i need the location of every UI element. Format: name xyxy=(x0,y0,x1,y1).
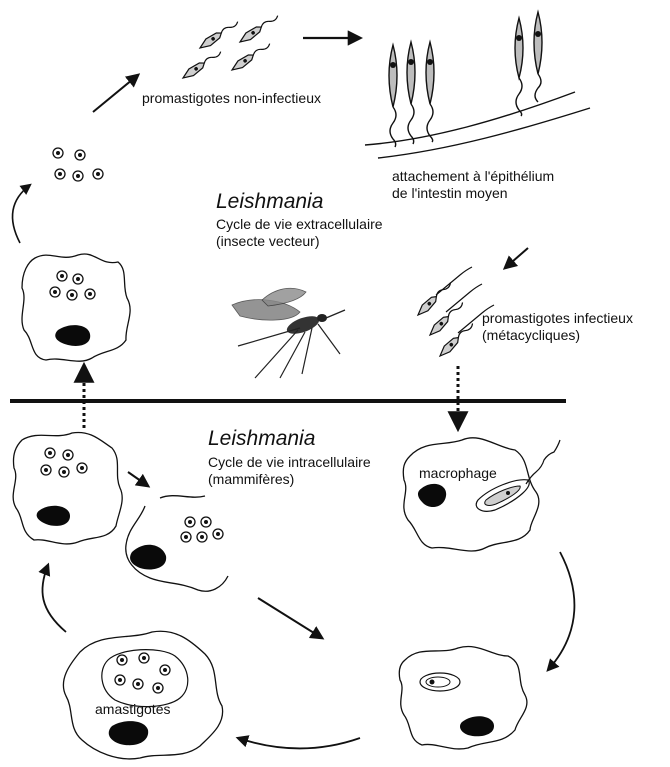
released-amastigotes-top xyxy=(53,148,103,181)
arrow-to-amastigote-cell xyxy=(238,738,360,749)
cell-with-parasitophorous-vacuole xyxy=(399,647,527,749)
arrow-to-promastigotes xyxy=(93,75,138,112)
subtitle-top-1: Cycle de vie extracellulaire xyxy=(216,216,383,233)
infected-cell-upper xyxy=(22,254,130,361)
title-top: Leishmania xyxy=(216,190,323,214)
label-attachment-line1: attachement à l'épithélium xyxy=(392,168,554,185)
label-macrophage: macrophage xyxy=(419,465,497,482)
amastigote-cell xyxy=(63,631,222,759)
promastigotes-non-infectious-group xyxy=(181,12,280,81)
arrow-to-infected-cell-lower xyxy=(42,565,66,632)
infected-cell-lower xyxy=(13,432,122,543)
label-amastigotes: amastigotes xyxy=(95,701,170,718)
label-promastigotes-non-infectious: promastigotes non-infectieux xyxy=(142,90,321,107)
subtitle-top-2: (insecte vecteur) xyxy=(216,233,319,250)
subtitle-bottom-1: Cycle de vie intracellulaire xyxy=(208,454,371,471)
arrow-to-infectious-promastigotes xyxy=(505,248,528,268)
midgut-epithelium-attachment xyxy=(365,12,590,158)
arrow-macrophage-to-vacuole-cell xyxy=(548,552,574,670)
arrow-to-lower-right xyxy=(258,598,322,638)
macrophage-cell xyxy=(403,438,560,551)
label-promastigotes-infectious-1: promastigotes infectieux xyxy=(482,310,633,327)
arrow-to-rupturing-cell xyxy=(128,472,148,486)
subtitle-bottom-2: (mammifères) xyxy=(208,471,294,488)
label-promastigotes-infectious-2: (métacycliques) xyxy=(482,327,580,344)
rupturing-cell xyxy=(126,496,228,592)
title-bottom: Leishmania xyxy=(208,427,315,451)
label-attachment-line2: de l'intestin moyen xyxy=(392,185,508,202)
arrow-cell-to-free-amastigotes xyxy=(13,185,30,243)
sandfly-icon xyxy=(232,288,345,378)
